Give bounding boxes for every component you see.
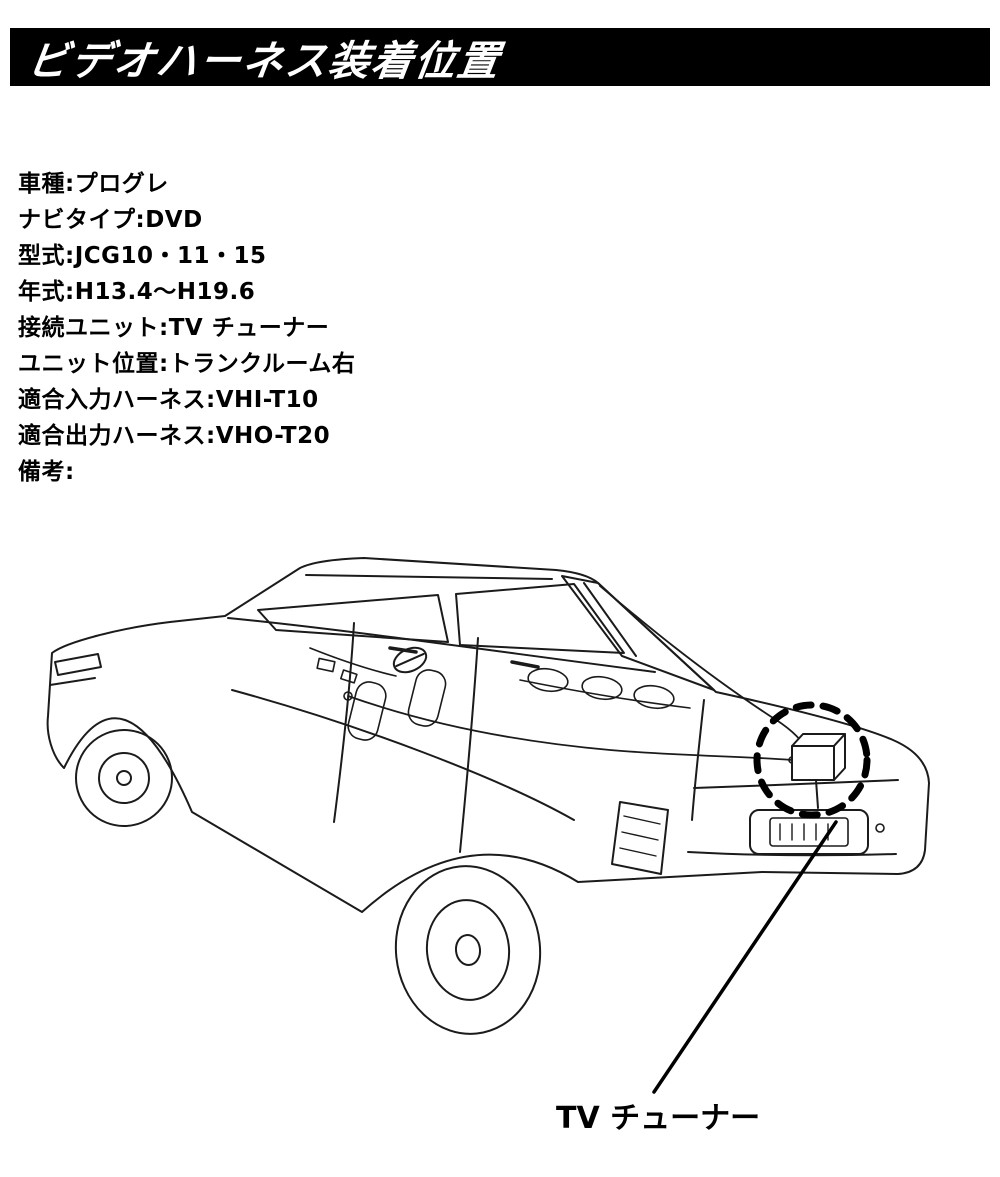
- front-door-handle: [388, 646, 418, 654]
- spec-line-connect-unit: 接続ユニット:TV チューナー: [18, 315, 330, 341]
- spec-line-navi-type: ナビタイプ:DVD: [18, 207, 203, 233]
- grille-line: [49, 677, 96, 686]
- rear-wheel: [394, 865, 542, 1035]
- front-door-window: [257, 594, 449, 643]
- headlight: [54, 653, 102, 676]
- steering-wheel: [392, 646, 428, 674]
- spec-line-model-code: 型式:JCG10・11・15: [18, 243, 267, 269]
- spec-line-input-harness: 適合入力ハーネス:VHI-T10: [18, 387, 319, 413]
- spec-line-vehicle: 車種:プログレ: [18, 171, 169, 197]
- antenna-cable: [599, 585, 807, 749]
- dash-connector-1: [316, 657, 336, 673]
- page-title: ビデオハーネス装着位置: [24, 37, 505, 85]
- parcel-shelf: [519, 679, 691, 709]
- spec-line-model-year: 年式:H13.4～H19.6: [18, 279, 256, 305]
- beltline: [227, 617, 656, 673]
- c-pillar-line: [583, 582, 637, 657]
- spec-line-remarks: 備考:: [18, 459, 75, 485]
- taillight: [611, 801, 669, 875]
- headrest-3: [633, 684, 675, 710]
- headrest-2: [581, 675, 623, 701]
- callout-label: TV チューナー: [556, 1101, 760, 1136]
- rear-door-window: [455, 583, 625, 654]
- header-bar: ビデオハーネス装着位置: [10, 28, 990, 86]
- diagram-area: TV チューナー: [0, 520, 1000, 1177]
- rear-windshield: [561, 575, 715, 691]
- dash-line: [309, 647, 397, 677]
- car-body: [46, 557, 930, 913]
- front-seat-left: [347, 681, 387, 741]
- rear-door-handle: [510, 660, 540, 669]
- highlight-circle: [753, 701, 871, 819]
- bumper-seam: [687, 851, 897, 857]
- side-character-line: [231, 689, 575, 821]
- callout-line: [652, 820, 838, 1094]
- harness-connector-front: [343, 691, 353, 701]
- trunk-seam: [693, 779, 899, 789]
- spec-line-output-harness: 適合出力ハーネス:VHO-T20: [18, 423, 331, 449]
- rear-face-left-edge: [691, 699, 705, 821]
- front-seat-right: [407, 669, 447, 727]
- car-illustration: TV チューナー: [46, 557, 930, 1136]
- spec-list: 車種:プログレ ナビタイプ:DVD 型式:JCG10・11・15 年式:H13.…: [18, 166, 355, 490]
- tv-tuner-box: [791, 733, 846, 809]
- headrest-1: [527, 667, 569, 693]
- dash-connector-2: [339, 669, 358, 684]
- rear-door-seam: [459, 637, 479, 853]
- front-wheel: [75, 729, 173, 827]
- roof-inner-line: [305, 574, 553, 580]
- harness-cable: [347, 695, 793, 761]
- trunk-keyhole: [875, 823, 885, 833]
- spec-line-unit-location: ユニット位置:トランクルーム右: [18, 351, 356, 377]
